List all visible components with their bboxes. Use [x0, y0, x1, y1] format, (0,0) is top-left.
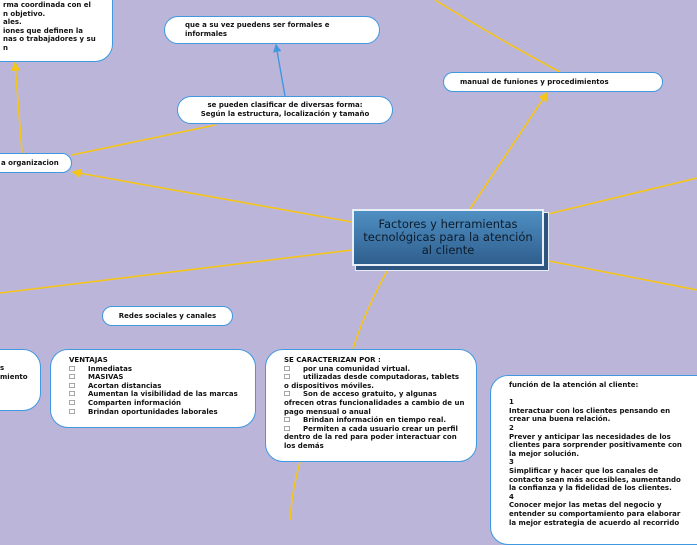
- checkbox-icon: ☐: [69, 373, 76, 382]
- connectors: [0, 0, 697, 520]
- caracteristica-item: ☐ por una comunidad virtual.: [284, 365, 466, 374]
- link-top-left: [10, 61, 23, 154]
- text-line: miento: [0, 372, 28, 381]
- caracteristica-item: ☐Permiten a cada usuario crear un perfil…: [284, 425, 466, 451]
- ventaja-item: ☐ Aumentan la visibilidad de las marcas: [69, 390, 255, 399]
- caracterizan-title: SE CARACTERIZAN POR :: [284, 356, 381, 364]
- item-number: 2: [509, 423, 514, 432]
- link-top: [434, 0, 561, 73]
- spacer: [509, 390, 689, 399]
- checkbox-icon: ☐: [284, 416, 291, 425]
- node-formales[interactable]: que a su vez puedens ser formales e info…: [164, 16, 380, 44]
- node-top-left[interactable]: rma coordinada con el n objetivo. ales. …: [0, 0, 113, 62]
- checkbox-icon: ☐: [69, 398, 76, 407]
- link-right-top: [543, 177, 697, 216]
- ventaja-item: ☐ MASIVAS: [69, 373, 255, 382]
- ventaja-item: ☐ Brindan oportunidades laborales: [69, 408, 255, 417]
- node-label: que a su vez puedens ser formales e info…: [185, 21, 330, 38]
- item-text: Simplificar y hacer que los canales de c…: [509, 466, 681, 493]
- link-clasificar: [71, 124, 216, 156]
- text-line: n objetivo.: [3, 9, 46, 18]
- node-clasificar[interactable]: se pueden clasificar de diversas forma:S…: [177, 96, 393, 124]
- node-ventajas[interactable]: VENTAJAS ☐ Inmediatas ☐ MASIVAS ☐ Acortan dis…: [50, 349, 256, 428]
- item-number: 4: [509, 492, 514, 501]
- item-text: Conocer mejor las metas del negocio y en…: [509, 501, 681, 527]
- ventajas-list: ☐ Inmediatas ☐ MASIVAS ☐ Acortan distancias ☐ A…: [69, 365, 255, 417]
- link-manual: [469, 91, 548, 210]
- checkbox-icon: ☐: [284, 424, 291, 433]
- item-text: Inmediatas: [88, 364, 132, 373]
- item-text: Brindan información en tiempo real.: [303, 416, 447, 425]
- item-text: Brindan oportunidades laborales: [88, 407, 218, 416]
- ventaja-item: ☐ Acortan distancias: [69, 382, 255, 391]
- text-line: Según la estructura, localización y tama…: [200, 110, 370, 118]
- link-formales: [273, 43, 286, 97]
- caracteristica-item: ☐Son de acceso gratuito, y algunas ofrec…: [284, 390, 466, 416]
- text-line: nas o trabajadores y su: [3, 35, 96, 44]
- item-text: Prever y anticipar las necesidades de lo…: [509, 432, 682, 458]
- item-number: 3: [509, 458, 514, 467]
- text-line: ales.: [3, 18, 22, 27]
- item-text: Aumentan la visibilidad de las marcas: [88, 390, 238, 399]
- item-number: 1: [509, 398, 514, 407]
- link-left: [0, 249, 353, 294]
- item-text: Acortan distancias: [88, 381, 162, 390]
- text-line: n: [3, 43, 8, 52]
- node-manual[interactable]: manual de funiones y procedimientos: [443, 72, 663, 92]
- caracterizan-list: ☐por una comunidad virtual.☐utilizadas d…: [284, 365, 466, 451]
- item-text: MASIVAS: [88, 373, 124, 382]
- node-caracterizan[interactable]: SE CARACTERIZAN POR : ☐ por una comunidad…: [265, 349, 477, 462]
- ventaja-item: ☐ Inmediatas: [69, 365, 255, 374]
- ventaja-item: ☐ Comparten información: [69, 399, 255, 408]
- caracteristica-item: ☐utilizadas desde computadoras, tablets …: [284, 373, 466, 390]
- node-redes[interactable]: Redes sociales y canales: [102, 306, 233, 326]
- checkbox-icon: ☐: [69, 381, 76, 390]
- node-label: Redes sociales y canales: [118, 311, 217, 320]
- checkbox-icon: ☐: [284, 373, 291, 382]
- link-organizacion: [71, 168, 353, 223]
- checkbox-icon: ☐: [69, 364, 76, 373]
- caracteristica-item: ☐ Brindan información en tiempo real.: [284, 416, 466, 425]
- item-text: utilizadas desde computadoras, tablets o…: [284, 373, 460, 390]
- checkbox-icon: ☐: [69, 407, 76, 416]
- checkbox-icon: ☐: [69, 390, 76, 399]
- item-text: Comparten información: [88, 398, 181, 407]
- text-line: rma coordinada con el: [3, 1, 91, 9]
- item-text: Permiten a cada usuario crear un perfil …: [284, 424, 458, 450]
- item-text: Interactuar con los clientes pensando en…: [509, 406, 671, 424]
- text-line: s: [0, 364, 5, 372]
- text-line: iones que definen la: [3, 26, 83, 35]
- node-organizacion[interactable]: a organizacion: [0, 153, 72, 173]
- ventajas-title: VENTAJAS: [69, 356, 108, 364]
- central-topic[interactable]: Factores y herramientas tecnológicas par…: [352, 209, 544, 266]
- node-label: manual de funiones y procedimientos: [460, 77, 609, 86]
- link-right-bottom: [543, 259, 697, 291]
- text-line: se pueden clasificar de diversas forma:: [207, 101, 363, 110]
- checkbox-icon: ☐: [284, 390, 291, 399]
- item-text: Son de acceso gratuito, y algunas ofrece…: [284, 390, 465, 416]
- link-caracterizan: [352, 265, 391, 350]
- checkbox-icon: ☐: [284, 364, 291, 373]
- node-label: a organizacion: [1, 158, 59, 167]
- link-bottom: [289, 461, 301, 520]
- central-topic-label: Factores y herramientas tecnológicas par…: [363, 217, 533, 257]
- node-left-partial[interactable]: s miento: [0, 349, 41, 411]
- item-text: por una comunidad virtual.: [303, 364, 411, 373]
- funcion-title: función de la atención al cliente:: [509, 381, 639, 389]
